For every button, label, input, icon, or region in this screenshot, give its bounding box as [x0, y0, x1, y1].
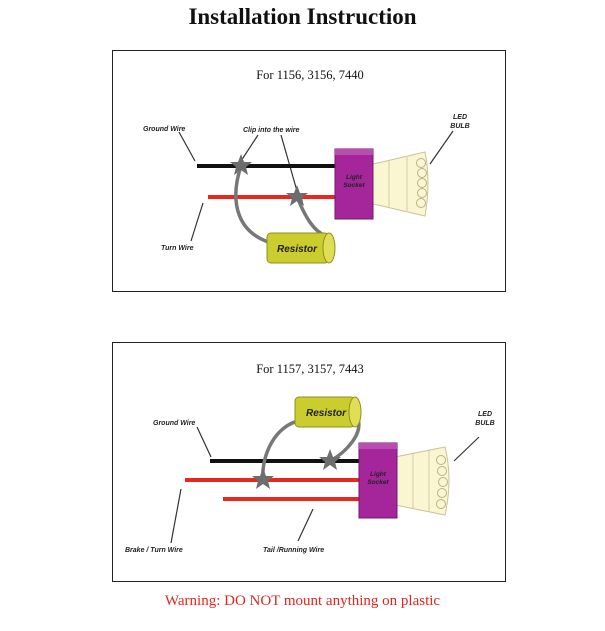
ground-wire-label: Ground Wire [153, 420, 195, 427]
ground-wire-leader [178, 131, 196, 162]
wiring-diagram-1: For 1156, 3156, 7440 Resistor [143, 68, 470, 264]
turn-wire-leader [190, 202, 204, 242]
page-title: Installation Instruction [188, 4, 417, 29]
clip-star-2 [252, 468, 274, 489]
socket-label-line2: Socket [367, 479, 389, 486]
brake-turn-wire-leader [170, 488, 182, 544]
clip-label: Clip into the wire [243, 127, 299, 134]
led-label-line2: BULB [475, 420, 494, 427]
resistor: Resistor [266, 232, 336, 264]
ground-wire-leader [196, 426, 212, 458]
led-label-line1: LED [453, 114, 467, 121]
led-bulb [368, 151, 429, 217]
resistor-lead-1 [234, 165, 272, 245]
clip-leader-2 [280, 134, 298, 192]
resistor-lead-1 [261, 419, 300, 481]
brake-turn-wire-label: Brake / Turn Wire [125, 547, 183, 554]
clip-star-1 [319, 449, 341, 470]
resistor-label: Resistor [306, 408, 347, 419]
diagram-panel-dual-filament: For 1157, 3157, 7443 Resistor [112, 342, 506, 582]
socket-label-line2: Socket [343, 182, 365, 189]
socket-label-line1: Light [370, 471, 387, 478]
warning-text: Warning: DO NOT mount anything on plasti… [164, 593, 441, 609]
clip-star-1 [230, 154, 252, 175]
led-label-line2: BULB [450, 123, 469, 130]
socket-label-line1: Light [346, 174, 363, 181]
clip-leader-1 [240, 134, 259, 162]
light-socket: Light Socket [334, 148, 374, 220]
resistor-label: Resistor [277, 244, 318, 255]
tail-running-wire-label: Tail /Running Wire [263, 547, 324, 554]
ground-wire-label: Ground Wire [143, 126, 185, 133]
turn-wire-label: Turn Wire [161, 245, 194, 252]
light-socket: Light Socket [358, 442, 398, 519]
tail-wire-leader [297, 508, 314, 542]
wiring-diagram-2: For 1157, 3157, 7443 Resistor [125, 362, 495, 554]
clip-star-2 [286, 185, 308, 206]
led-bulb-leader [453, 436, 480, 462]
diagram-heading: For 1157, 3157, 7443 [256, 362, 364, 376]
resistor: Resistor [294, 396, 362, 428]
diagram-heading: For 1156, 3156, 7440 [256, 68, 364, 82]
diagram-panel-single-filament: For 1156, 3156, 7440 Resistor [112, 50, 506, 292]
led-bulb-leader [429, 130, 454, 165]
led-label-line1: LED [478, 411, 492, 418]
led-bulb [394, 446, 450, 516]
